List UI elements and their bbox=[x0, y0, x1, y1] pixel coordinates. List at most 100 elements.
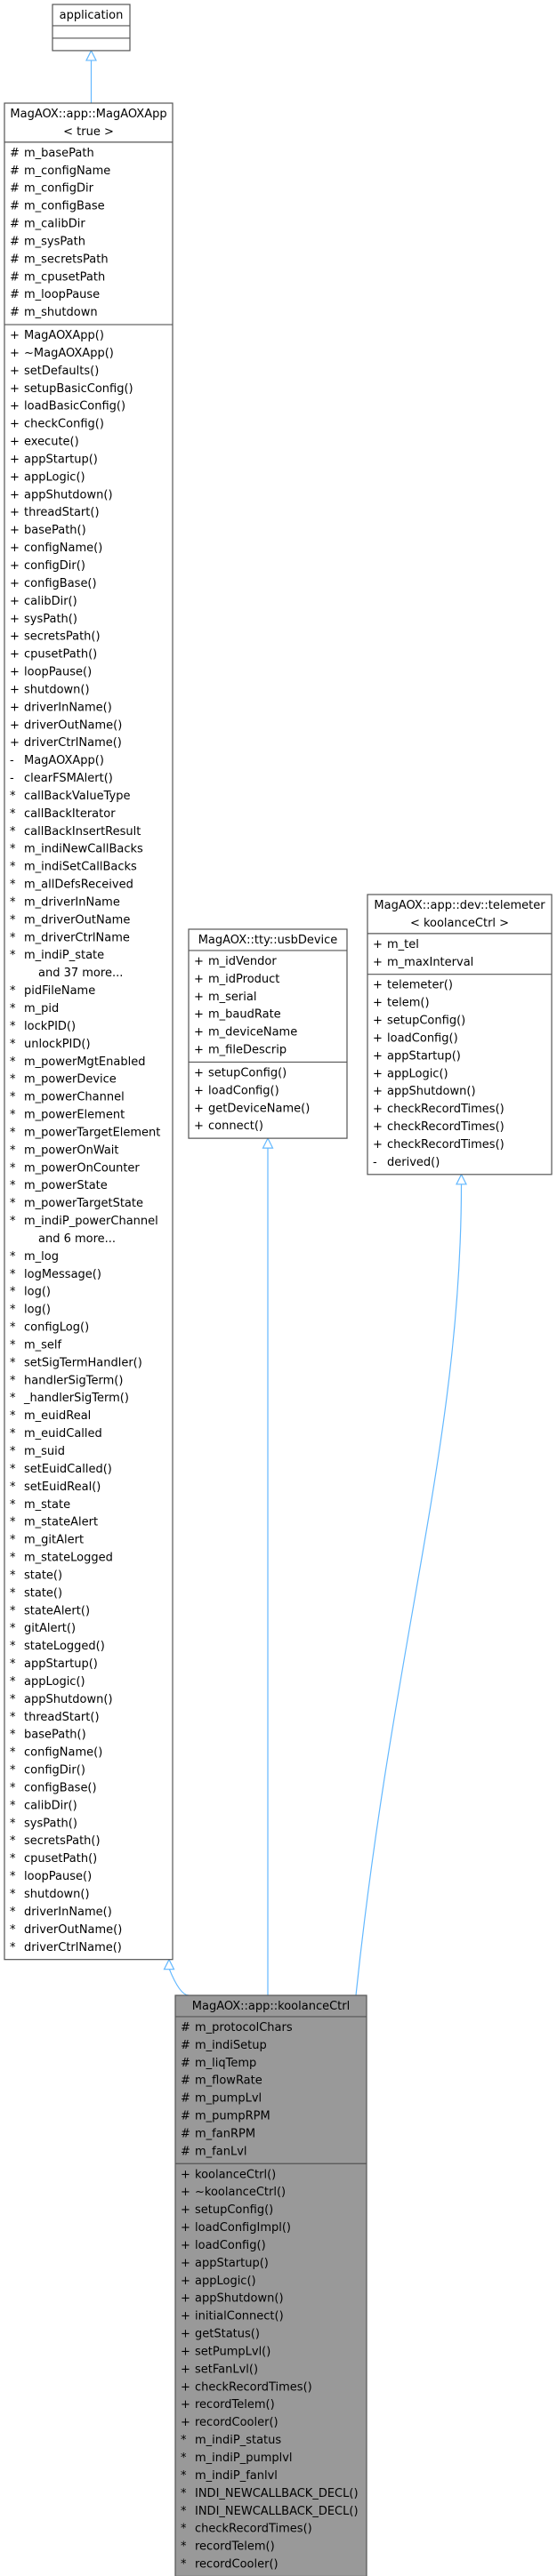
attribute-name: m_configDir bbox=[24, 182, 94, 196]
member-visibility: + bbox=[181, 2380, 190, 2394]
method-name: state() bbox=[24, 1586, 62, 1600]
method-name: m_powerOnCounter bbox=[24, 1161, 140, 1175]
method-name: connect() bbox=[208, 1119, 263, 1133]
member-visibility: + bbox=[181, 2203, 190, 2217]
method-name: threadStart() bbox=[24, 1711, 100, 1724]
member-visibility: + bbox=[10, 701, 20, 714]
member-visibility: + bbox=[10, 559, 20, 573]
member-visibility: # bbox=[10, 200, 20, 213]
attribute-name: m_configBase bbox=[24, 200, 105, 213]
member-visibility: + bbox=[181, 2328, 190, 2341]
member-visibility: * bbox=[10, 825, 16, 839]
method-name: shutdown() bbox=[24, 683, 90, 696]
attribute-name: m_calibDir bbox=[24, 218, 85, 231]
method-name: sysPath() bbox=[24, 1817, 77, 1830]
member-visibility: + bbox=[10, 736, 20, 750]
member-visibility: + bbox=[373, 1103, 383, 1116]
method-name: logMessage() bbox=[24, 1268, 101, 1281]
member-visibility: * bbox=[181, 2558, 187, 2572]
class-box-frame bbox=[174, 1994, 367, 2576]
member-visibility: # bbox=[10, 253, 20, 266]
member-visibility: + bbox=[10, 453, 20, 466]
method-name: secretsPath() bbox=[24, 630, 101, 644]
attribute-name: m_liqTemp bbox=[195, 2057, 256, 2070]
method-name: checkRecordTimes() bbox=[387, 1103, 505, 1116]
member-visibility: + bbox=[373, 997, 383, 1010]
member-visibility: + bbox=[194, 1026, 204, 1039]
method-name: stateLogged() bbox=[24, 1640, 105, 1653]
method-name: configName() bbox=[24, 1746, 102, 1760]
method-name: m_powerChannel bbox=[24, 1091, 125, 1104]
member-visibility: # bbox=[10, 270, 20, 284]
method-name: callBackIterator bbox=[24, 807, 116, 821]
member-visibility: # bbox=[181, 2021, 190, 2034]
member-visibility: * bbox=[181, 2505, 187, 2518]
member-visibility: - bbox=[10, 772, 14, 785]
member-visibility: * bbox=[10, 931, 16, 944]
member-visibility: * bbox=[10, 1746, 16, 1760]
method-name: basePath() bbox=[24, 524, 86, 537]
attribute-name: m_baudRate bbox=[208, 1008, 281, 1022]
method-name: m_powerTargetState bbox=[24, 1197, 143, 1210]
method-name: appLogic() bbox=[387, 1067, 448, 1080]
method-name: driverOutName() bbox=[24, 1923, 122, 1937]
member-visibility: + bbox=[194, 955, 204, 968]
method-name: m_stateLogged bbox=[24, 1552, 113, 1565]
method-name: appStartup() bbox=[195, 2257, 269, 2270]
method-name: m_powerDevice bbox=[24, 1073, 117, 1087]
member-visibility: * bbox=[10, 1020, 16, 1033]
method-name: setupConfig() bbox=[195, 2203, 273, 2217]
method-name: cpusetPath() bbox=[24, 1852, 97, 1866]
member-visibility: * bbox=[181, 2523, 187, 2536]
member-visibility: + bbox=[10, 595, 20, 608]
method-name: INDI_NEWCALLBACK_DECL() bbox=[195, 2487, 359, 2500]
member-visibility: + bbox=[194, 1008, 204, 1022]
member-visibility: * bbox=[10, 1055, 16, 1069]
member-visibility: * bbox=[10, 807, 16, 821]
member-visibility: + bbox=[10, 488, 20, 502]
method-name: driverCtrlName() bbox=[24, 736, 122, 750]
member-visibility: # bbox=[181, 2074, 190, 2088]
method-name: configName() bbox=[24, 542, 102, 555]
member-visibility: + bbox=[10, 365, 20, 378]
attribute-name: m_shutdown bbox=[24, 306, 98, 319]
attribute-name: m_protocolChars bbox=[195, 2021, 293, 2034]
member-visibility: # bbox=[10, 218, 20, 231]
member-visibility: * bbox=[10, 1161, 16, 1175]
method-name: loadConfig() bbox=[195, 2239, 266, 2252]
member-visibility: * bbox=[10, 1356, 16, 1369]
member-visibility: + bbox=[10, 524, 20, 537]
method-name: log() bbox=[24, 1286, 51, 1299]
method-name: recordTelem() bbox=[195, 2398, 275, 2411]
member-visibility: * bbox=[181, 2434, 187, 2447]
method-name: configDir() bbox=[24, 1764, 85, 1778]
method-name: driverInName() bbox=[24, 701, 112, 714]
method-name: unlockPID() bbox=[24, 1038, 91, 1051]
member-visibility: + bbox=[373, 1120, 383, 1134]
member-visibility: # bbox=[10, 182, 20, 196]
attribute-name: m_secretsPath bbox=[24, 253, 109, 266]
method-name: appLogic() bbox=[195, 2275, 256, 2288]
method-name: setSigTermHandler() bbox=[24, 1356, 142, 1369]
member-visibility: * bbox=[181, 2540, 187, 2554]
attribute-name: m_fanLvl bbox=[195, 2145, 247, 2158]
member-visibility: * bbox=[10, 1552, 16, 1565]
method-name: telem() bbox=[387, 997, 430, 1010]
member-visibility: - bbox=[10, 754, 14, 767]
member-visibility: # bbox=[181, 2127, 190, 2140]
class-box-frame bbox=[188, 928, 348, 1139]
class-box-frame bbox=[4, 102, 174, 1961]
method-name: m_self bbox=[24, 1338, 62, 1352]
method-name: gitAlert() bbox=[24, 1622, 76, 1635]
method-name: derived() bbox=[387, 1156, 440, 1169]
member-visibility: # bbox=[181, 2039, 190, 2052]
method-name: loadConfig() bbox=[208, 1084, 279, 1097]
member-visibility: * bbox=[10, 1781, 16, 1794]
class-box-usbdevice: MagAOX::tty::usbDevice+m_idVendor+m_idPr… bbox=[188, 928, 348, 1139]
method-name: m_powerMgtEnabled bbox=[24, 1055, 145, 1069]
inheritance-edges bbox=[85, 49, 467, 1996]
member-visibility: + bbox=[194, 1084, 204, 1097]
member-visibility: + bbox=[10, 718, 20, 732]
method-name: m_gitAlert bbox=[24, 1534, 84, 1547]
member-visibility: + bbox=[10, 683, 20, 696]
